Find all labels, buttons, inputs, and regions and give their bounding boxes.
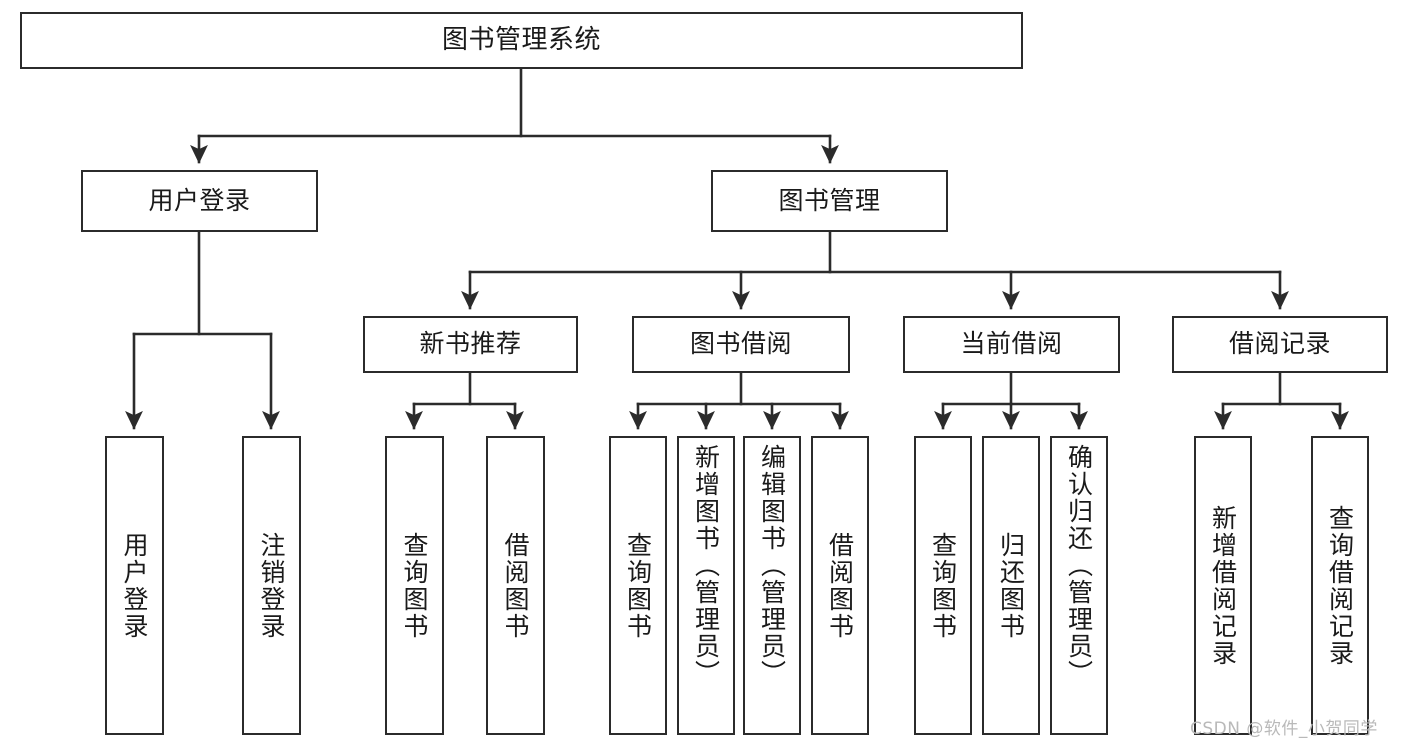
watermark: CSDN @软件_小贺同学 — [1190, 719, 1378, 739]
node-book-management[interactable]: 图书管理 — [711, 170, 948, 232]
node-label: 注销登录 — [257, 531, 286, 640]
leaf-logout[interactable]: 注销登录 — [242, 436, 301, 735]
leaf-return-books[interactable]: 归还图书 — [982, 436, 1040, 735]
node-label: 借阅图书 — [825, 531, 855, 640]
node-label: 用户登录 — [120, 531, 149, 640]
leaf-query-borrow-record[interactable]: 查询借阅记录 — [1311, 436, 1369, 735]
node-label: 新增图书（管理员） — [691, 444, 721, 687]
node-label: 查询图书 — [623, 531, 653, 640]
leaf-query-books-borrowing[interactable]: 查询图书 — [609, 436, 667, 735]
node-label: 图书借阅 — [689, 329, 792, 359]
node-label: 确认归还（管理员） — [1064, 444, 1094, 687]
leaf-borrow-books-recommend[interactable]: 借阅图书 — [486, 436, 545, 735]
node-label: 新增借阅记录 — [1208, 504, 1238, 667]
node-label: 查询图书 — [928, 531, 958, 640]
leaf-add-borrow-record[interactable]: 新增借阅记录 — [1194, 436, 1252, 735]
node-label: 借阅图书 — [501, 531, 530, 640]
node-book-borrowing[interactable]: 图书借阅 — [632, 316, 850, 373]
node-label: 编辑图书（管理员） — [757, 444, 787, 687]
node-borrow-records[interactable]: 借阅记录 — [1172, 316, 1388, 373]
node-label: 查询借阅记录 — [1325, 504, 1355, 667]
node-label: 图书管理 — [778, 185, 881, 215]
leaf-query-books-recommend[interactable]: 查询图书 — [385, 436, 444, 735]
node-root-book-management-system[interactable]: 图书管理系统 — [20, 12, 1023, 69]
node-label: 图书管理系统 — [441, 24, 601, 55]
leaf-borrow-books-borrowing[interactable]: 借阅图书 — [811, 436, 869, 735]
node-label: 查询图书 — [400, 531, 429, 640]
leaf-add-book-admin[interactable]: 新增图书（管理员） — [677, 436, 735, 735]
node-current-borrowing[interactable]: 当前借阅 — [903, 316, 1120, 373]
leaf-confirm-return-admin[interactable]: 确认归还（管理员） — [1050, 436, 1108, 735]
leaf-edit-book-admin[interactable]: 编辑图书（管理员） — [743, 436, 801, 735]
node-label: 归还图书 — [996, 531, 1026, 640]
node-label: 借阅记录 — [1228, 329, 1331, 359]
node-label: 当前借阅 — [960, 329, 1063, 359]
node-label: 用户登录 — [148, 185, 251, 215]
node-label: 新书推荐 — [419, 329, 522, 359]
node-new-book-recommendation[interactable]: 新书推荐 — [363, 316, 578, 373]
node-user-login[interactable]: 用户登录 — [81, 170, 318, 232]
leaf-user-login[interactable]: 用户登录 — [105, 436, 164, 735]
leaf-query-books-current[interactable]: 查询图书 — [914, 436, 972, 735]
